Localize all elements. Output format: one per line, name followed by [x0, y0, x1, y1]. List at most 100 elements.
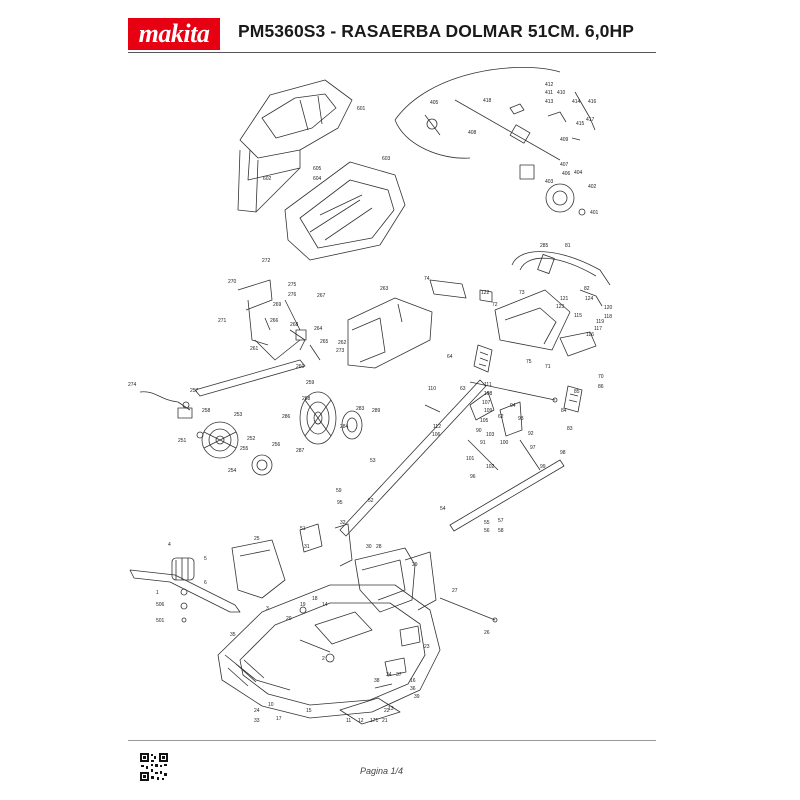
height-knob-left	[473, 344, 493, 373]
part-label: 408	[468, 130, 477, 136]
part-label: 251	[178, 438, 187, 444]
part-label: 21	[382, 718, 388, 724]
part-label: 286	[282, 414, 291, 420]
rear-wheel-left	[201, 421, 239, 459]
part-label: 28	[376, 544, 382, 550]
part-label: 604	[313, 176, 322, 182]
part-label: 110	[428, 386, 436, 392]
part-label: 98	[560, 450, 566, 456]
part-label: 271	[218, 318, 227, 324]
part-label: 117	[594, 326, 602, 332]
rear-axle	[139, 359, 306, 419]
part-label: 109	[484, 408, 493, 414]
part-label: 264	[314, 326, 323, 332]
part-label: 272	[262, 258, 271, 264]
part-label: 13	[388, 706, 394, 712]
mower-blade	[129, 557, 241, 623]
height-adjust-lever	[237, 279, 321, 361]
part-label: 26	[484, 630, 490, 636]
brand-text: makita	[138, 19, 210, 48]
part-label: 20	[286, 616, 292, 622]
part-label: 63	[460, 386, 466, 392]
part-label: 54	[440, 506, 446, 512]
part-label: 33	[254, 718, 260, 724]
part-label: 51	[300, 526, 306, 532]
part-label: 19	[300, 602, 306, 608]
rear-wheel-right	[299, 391, 337, 445]
part-label: 37	[396, 672, 402, 678]
handle-upper	[511, 251, 611, 307]
header-divider	[128, 52, 656, 53]
part-label: 70	[598, 374, 604, 380]
grass-bag-cover	[239, 79, 353, 181]
part-label: 3	[266, 606, 269, 612]
part-label: 12	[358, 718, 364, 724]
part-label: 2	[322, 656, 325, 662]
rear-gear-left	[251, 454, 273, 476]
part-label: 23	[424, 644, 430, 650]
part-label: 24	[254, 708, 260, 714]
part-label: 34	[386, 672, 392, 678]
part-label: 283	[356, 406, 365, 412]
part-label: 10	[268, 702, 274, 708]
part-label: 258	[202, 408, 211, 414]
part-label: 112	[433, 424, 441, 430]
part-label: 103	[486, 432, 495, 438]
part-label: 284	[340, 424, 349, 430]
grass-bag	[284, 161, 406, 261]
part-label: 57	[498, 518, 504, 524]
part-label: 413	[545, 99, 554, 105]
part-label: 85	[574, 389, 580, 395]
part-label: 84	[561, 408, 567, 414]
part-label: 603	[382, 156, 391, 162]
part-label: 602	[263, 176, 272, 182]
height-linkage	[339, 379, 565, 537]
part-label: 418	[483, 98, 492, 104]
part-label: 92	[528, 431, 534, 437]
part-label: 267	[317, 293, 326, 299]
handle-control-box	[429, 279, 597, 357]
rear-rod	[439, 597, 498, 623]
page-number: Pagina 1/4	[360, 766, 404, 776]
part-label: 15	[306, 708, 312, 714]
part-number-labels: 601 602 603 604 605 412 411 410 418 413 …	[128, 82, 613, 724]
part-label: 265	[320, 339, 329, 345]
part-label: 289	[372, 408, 381, 414]
part-label: 111	[484, 382, 492, 388]
part-label: 71	[545, 364, 551, 370]
part-label: 4	[168, 542, 171, 548]
part-label: 25	[254, 536, 260, 542]
part-label: 39	[414, 694, 420, 700]
part-label: 268	[290, 322, 299, 328]
axle-rod	[469, 381, 558, 403]
part-label: 288	[302, 396, 311, 402]
grass-bag-frame	[237, 149, 301, 213]
part-label: 97	[530, 445, 536, 451]
part-label: 83	[567, 426, 573, 432]
part-label: 86	[598, 384, 604, 390]
part-label: 403	[545, 179, 554, 185]
part-label: 94	[510, 403, 516, 409]
part-label: 410	[557, 90, 566, 96]
part-label: 81	[565, 243, 571, 249]
part-label: 124	[585, 296, 594, 302]
rear-chute-frame	[354, 547, 437, 613]
part-label: 106	[432, 432, 441, 438]
part-label: 253	[234, 412, 243, 418]
qr-code-icon	[139, 752, 169, 782]
part-label: 252	[247, 436, 256, 442]
part-label: 14	[322, 602, 328, 608]
part-label: 108	[484, 391, 493, 397]
part-label: 105	[480, 418, 489, 424]
part-label: 262	[338, 340, 347, 346]
part-label: 22	[384, 708, 390, 714]
part-label: 407	[560, 162, 569, 168]
part-label: 415	[576, 121, 585, 127]
part-label: 73	[519, 290, 525, 296]
part-label: 96	[470, 474, 476, 480]
part-label: 287	[296, 448, 305, 454]
part-label: 91	[480, 440, 486, 446]
part-label: 27	[452, 588, 458, 594]
part-label: 115	[574, 313, 582, 319]
